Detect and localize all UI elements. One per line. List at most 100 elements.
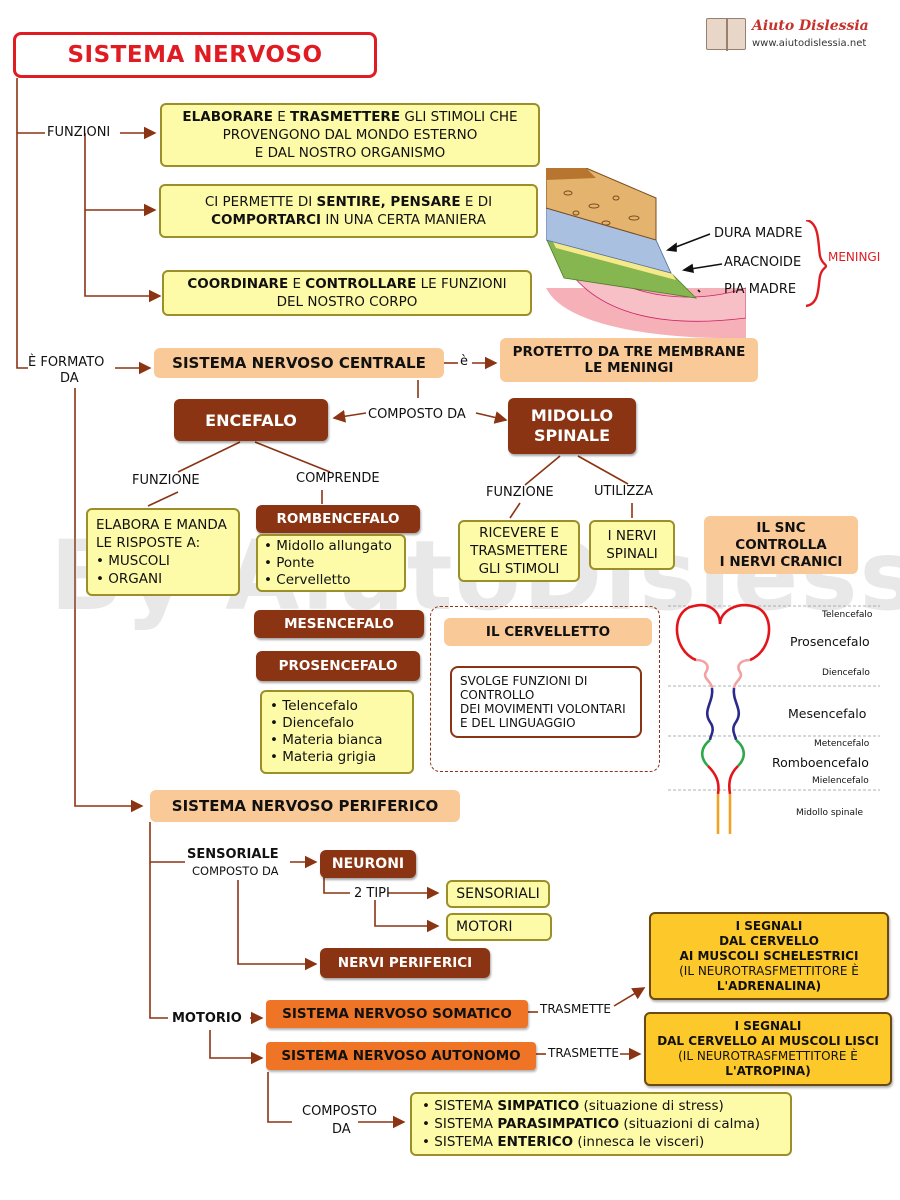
cervelletto-panel (430, 606, 660, 772)
motori-box: MOTORI (446, 913, 552, 941)
nervi-cranici-line2: CONTROLLA (735, 536, 827, 553)
nervi-periferici-box: NERVI PERIFERICI (320, 948, 490, 978)
encefalo-title: ENCEFALO (205, 410, 297, 430)
midollo-funzione-line3: GLI STIMOLI (478, 561, 560, 577)
cervelletto-text-3: DEI MOVIMENTI VOLONTARI (460, 702, 626, 716)
midollo-funzione-line2: TRASMETTERE (470, 543, 568, 559)
sensoriali-title: SENSORIALI (456, 886, 540, 902)
encefalo-funzione-line1: ELABORA E MANDA (96, 517, 227, 533)
funzione-box-1-line3: E DAL NOSTRO ORGANISMO (254, 145, 446, 161)
brain-label-telencefalo: Telencefalo (822, 610, 873, 620)
prosencefalo-item-1: Telencefalo (270, 698, 383, 715)
sensoriali-box: SENSORIALI (446, 880, 550, 908)
trasmette-label-2: TRASMETTE (548, 1046, 619, 1060)
pia-madre-label: PIA MADRE (724, 282, 797, 297)
logo-url: www.aiutodislessia.net (752, 38, 867, 49)
brain-label-romboencefalo: Romboencefalo (772, 755, 869, 770)
logo-brand: Aiuto Dislessia (752, 18, 869, 34)
formato-label-2: DA (60, 371, 79, 386)
brain-diagram (668, 603, 880, 834)
composto-da-2-line2: DA (332, 1122, 351, 1137)
brain-label-prosencefalo: Prosencefalo (790, 634, 870, 649)
sensoriale-composto-label: COMPOSTO DA (192, 864, 279, 878)
nervi-cranici-line1: IL SNC (756, 519, 806, 536)
segnali-1-line2: DAL CERVELLO (719, 933, 819, 948)
midollo-title-2: SPINALE (533, 426, 611, 445)
snp-title: SISTEMA NERVOSO PERIFERICO (171, 797, 439, 815)
e-label: è (460, 354, 468, 369)
rombencefalo-box: ROMBENCEFALO (256, 505, 420, 533)
prosencefalo-item-3: Materia bianca (270, 732, 382, 749)
rombencefalo-item-1: Midollo allungato (264, 538, 392, 555)
midollo-title-1: MIDOLLO (530, 406, 614, 425)
sistema-item-3: • SISTEMA ENTERICO (innesca le visceri) (422, 1134, 705, 1150)
midollo-funzione-box: RICEVERE E TRASMETTERE GLI STIMOLI (458, 520, 580, 582)
logo: Aiuto Dislessia www.aiutodislessia.net (706, 16, 876, 56)
midollo-utilizza-box: I NERVI SPINALI (589, 520, 675, 570)
sistema-item-1: • SISTEMA SIMPATICO (situazione di stres… (422, 1098, 724, 1114)
funzione-box-1: ELABORARE E TRASMETTERE GLI STIMOLI CHE … (160, 103, 540, 167)
meninges-illustration (546, 168, 746, 339)
protetto-line2: LE MENINGI (584, 360, 674, 376)
encefalo-comprende-label: COMPRENDE (296, 471, 380, 486)
sistema-item-2: • SISTEMA PARASIMPATICO (situazioni di c… (422, 1116, 761, 1132)
aracnoide-label: ARACNOIDE (724, 255, 802, 270)
sensoriale-label: SENSORIALE (187, 847, 279, 862)
cervelletto-text-1: SVOLGE FUNZIONI DI (460, 674, 588, 688)
mesencefalo-title: MESENCEFALO (284, 616, 394, 632)
encefalo-funzione-item-2: • ORGANI (96, 571, 163, 587)
meningi-label: MENINGI (828, 250, 881, 264)
mesencefalo-box: MESENCEFALO (254, 610, 424, 638)
rombencefalo-title: ROMBENCEFALO (276, 511, 400, 527)
sistemi-list-box: • SISTEMA SIMPATICO (situazione di stres… (410, 1092, 792, 1156)
funzione-box-3-line2: DEL NOSTRO CORPO (276, 294, 418, 310)
cervelletto-text-box: SVOLGE FUNZIONI DI CONTROLLO DEI MOVIMEN… (450, 666, 642, 738)
prosencefalo-item-4: Materia grigia (270, 749, 383, 766)
page-title-text: SISTEMA NERVOSO (67, 42, 323, 68)
cervelletto-title: IL CERVELLETTO (485, 624, 611, 640)
rombencefalo-list: Midollo allungato Ponte Cervelletto (256, 534, 406, 592)
brain-label-mielencefalo: Mielencefalo (812, 776, 869, 786)
dura-madre-label: DURA MADRE (714, 226, 803, 241)
meninges-arrows (665, 220, 828, 308)
funzione-box-3-line1: COORDINARE E CONTROLLARE LE FUNZIONI (187, 276, 507, 292)
segnali-box-2: I SEGNALI DAL CERVELLO AI MUSCOLI LISCI … (644, 1012, 892, 1086)
brain-label-diencefalo: Diencefalo (822, 668, 870, 678)
cervelletto-text-4: E DEL LINGUAGGIO (460, 716, 576, 730)
brain-label-midollo: Midollo spinale (796, 808, 864, 818)
due-tipi-label: 2 TIPI (354, 886, 390, 901)
snp-box: SISTEMA NERVOSO PERIFERICO (150, 790, 460, 822)
book-icon (706, 18, 746, 51)
funzioni-label: FUNZIONI (47, 125, 111, 140)
encefalo-funzione-box: ELABORA E MANDA LE RISPOSTE A: • MUSCOLI… (86, 508, 240, 596)
prosencefalo-box: PROSENCEFALO (256, 651, 420, 681)
funzione-box-2: CI PERMETTE DI SENTIRE, PENSARE E DI COM… (159, 184, 538, 238)
prosencefalo-list: Telencefalo Diencefalo Materia bianca Ma… (260, 690, 414, 774)
segnali-2-line4: L'ATROPINA) (725, 1064, 811, 1078)
funzione-box-2-line1: CI PERMETTE DI SENTIRE, PENSARE E DI (204, 194, 493, 210)
neuroni-box: NEURONI (320, 850, 416, 878)
motorio-label: MOTORIO (172, 1011, 242, 1026)
funzione-box-1-line2: PROVENGONO DAL MONDO ESTERNO (222, 127, 478, 143)
nervi-periferici-title: NERVI PERIFERICI (337, 955, 473, 971)
composto-da-label: COMPOSTO DA (368, 407, 466, 422)
midollo-utilizza-label: UTILIZZA (594, 484, 654, 499)
protetto-box: PROTETTO DA TRE MEMBRANE LE MENINGI (500, 338, 758, 382)
nervi-cranici-box: IL SNC CONTROLLA I NERVI CRANICI (704, 516, 858, 574)
midollo-box: MIDOLLO SPINALE (508, 398, 636, 454)
midollo-utilizza-line1: I NERVI (607, 528, 657, 544)
segnali-2-line2: DAL CERVELLO AI MUSCOLI LISCI (657, 1034, 879, 1048)
page-title: SISTEMA NERVOSO (13, 32, 377, 78)
segnali-box-1: I SEGNALI DAL CERVELLO AI MUSCOLI SCHELE… (649, 912, 889, 1000)
neuroni-title: NEURONI (331, 856, 405, 872)
trasmette-label-1: TRASMETTE (540, 1002, 611, 1016)
motori-title: MOTORI (456, 919, 513, 935)
rombencefalo-item-3: Cervelletto (264, 572, 392, 589)
midollo-utilizza-line2: SPINALI (606, 546, 658, 562)
snc-box: SISTEMA NERVOSO CENTRALE (154, 348, 444, 378)
formato-label-1: È FORMATO (28, 355, 105, 370)
segnali-2-line1: I SEGNALI (734, 1019, 802, 1033)
encefalo-funzione-item-1: • MUSCOLI (96, 553, 170, 569)
brain-label-metencefalo: Metencefalo (814, 739, 870, 749)
